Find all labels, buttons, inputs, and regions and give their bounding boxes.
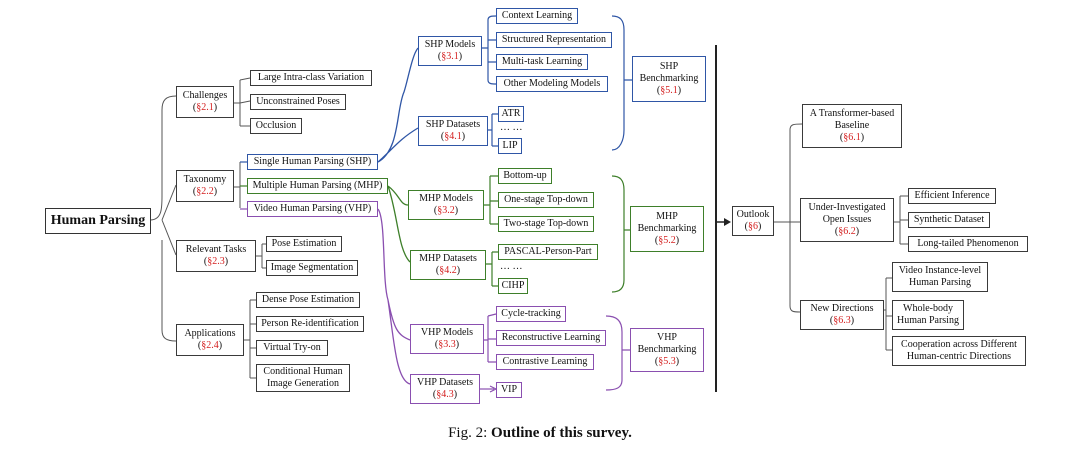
vhp-dataset-item: VIP xyxy=(496,382,522,398)
mhp-dataset-ellipsis: … … xyxy=(500,261,523,272)
taxonomy-ref: §2.2 xyxy=(196,186,214,197)
applications-node: Applications (§2.4) xyxy=(176,324,244,356)
shp-models-node: SHP Models (§3.1) xyxy=(418,36,482,66)
root-node: Human Parsing xyxy=(45,208,151,234)
application-item: Virtual Try-on xyxy=(256,340,328,356)
vhp-datasets-node: VHP Datasets (§4.3) xyxy=(410,374,480,404)
application-item: Dense Pose Estimation xyxy=(256,292,360,308)
new-direction-item: Video Instance-level Human Parsing xyxy=(892,262,988,292)
transformer-baseline-node: A Transformer-based Baseline (§6.1) xyxy=(802,104,902,148)
shp-dataset-item: ATR xyxy=(498,106,524,122)
application-item: Person Re-identification xyxy=(256,316,364,332)
shp-model-item: Context Learning xyxy=(496,8,578,24)
taxonomy-mhp: Multiple Human Parsing (MHP) xyxy=(247,178,388,194)
root-label: Human Parsing xyxy=(50,212,146,228)
taxonomy-label: Taxonomy xyxy=(183,174,227,186)
caption-title: Outline of this survey. xyxy=(491,425,632,441)
mhp-dataset-item: CIHP xyxy=(498,278,528,294)
shp-dataset-ellipsis: … … xyxy=(500,122,523,133)
vhp-model-item: Cycle-tracking xyxy=(496,306,566,322)
challenge-item: Occlusion xyxy=(250,118,302,134)
mhp-model-item: One-stage Top-down xyxy=(498,192,594,208)
mhp-dataset-item: PASCAL-Person-Part xyxy=(498,244,598,260)
relevant-tasks-label: Relevant Tasks xyxy=(185,244,247,256)
outlook-node: Outlook (§6) xyxy=(732,206,774,236)
open-issue-item: Long-tailed Phenomenon xyxy=(908,236,1028,252)
open-issue-item: Synthetic Dataset xyxy=(908,212,990,228)
mhp-models-node: MHP Models (§3.2) xyxy=(408,190,484,220)
shp-model-item: Other Modeling Models xyxy=(496,76,608,92)
mhp-datasets-node: MHP Datasets (§4.2) xyxy=(410,250,486,280)
relevant-tasks-ref: §2.3 xyxy=(207,256,225,267)
shp-dataset-item: LIP xyxy=(498,138,522,154)
new-direction-item: Cooperation across Different Human-centr… xyxy=(892,336,1026,366)
relevant-tasks-node: Relevant Tasks (§2.3) xyxy=(176,240,256,272)
figure-caption: Fig. 2: Outline of this survey. xyxy=(0,425,1080,442)
vhp-models-node: VHP Models (§3.3) xyxy=(410,324,484,354)
open-issues-node: Under-Investigated Open Issues (§6.2) xyxy=(800,198,894,242)
challenges-label: Challenges xyxy=(182,90,228,102)
mhp-flow xyxy=(387,185,411,263)
shp-model-item: Multi-task Learning xyxy=(496,54,588,70)
mhp-model-item: Bottom-up xyxy=(498,168,552,184)
challenges-node: Challenges (§2.1) xyxy=(176,86,234,118)
relevant-task-item: Pose Estimation xyxy=(266,236,342,252)
relevant-task-item: Image Segmentation xyxy=(266,260,358,276)
challenges-brace xyxy=(234,77,251,127)
vhp-benchmarking-node: VHP Benchmarking (§5.3) xyxy=(630,328,704,372)
mhp-model-item: Two-stage Top-down xyxy=(498,216,594,232)
new-directions-node: New Directions (§6.3) xyxy=(800,300,884,330)
challenge-item: Unconstrained Poses xyxy=(250,94,346,110)
challenge-item: Large Intra-class Variation xyxy=(250,70,372,86)
applications-ref: §2.4 xyxy=(201,340,219,351)
vhp-model-item: Contrastive Learning xyxy=(496,354,594,370)
shp-datasets-node: SHP Datasets (§4.1) xyxy=(418,116,488,146)
vhp-model-item: Reconstructive Learning xyxy=(496,330,606,346)
vhp-flow xyxy=(377,208,411,385)
root-brace xyxy=(149,95,177,342)
applications-label: Applications xyxy=(184,328,236,340)
shp-model-item: Structured Representation xyxy=(496,32,612,48)
taxonomy-shp: Single Human Parsing (SHP) xyxy=(247,154,378,170)
outlook-brace xyxy=(774,123,803,313)
shp-benchmarking-node: SHP Benchmarking (§5.1) xyxy=(632,56,706,102)
application-item: Conditional Human Image Generation xyxy=(256,364,350,392)
challenges-ref: §2.1 xyxy=(196,102,214,113)
caption-prefix: Fig. 2: xyxy=(448,425,488,441)
open-issue-item: Efficient Inference xyxy=(908,188,996,204)
taxonomy-node: Taxonomy (§2.2) xyxy=(176,170,234,202)
mhp-benchmarking-node: MHP Benchmarking (§5.2) xyxy=(630,206,704,252)
shp-flow xyxy=(377,47,419,163)
taxonomy-vhp: Video Human Parsing (VHP) xyxy=(247,201,378,217)
new-direction-item: Whole-body Human Parsing xyxy=(892,300,964,330)
connector-lines xyxy=(149,15,908,393)
